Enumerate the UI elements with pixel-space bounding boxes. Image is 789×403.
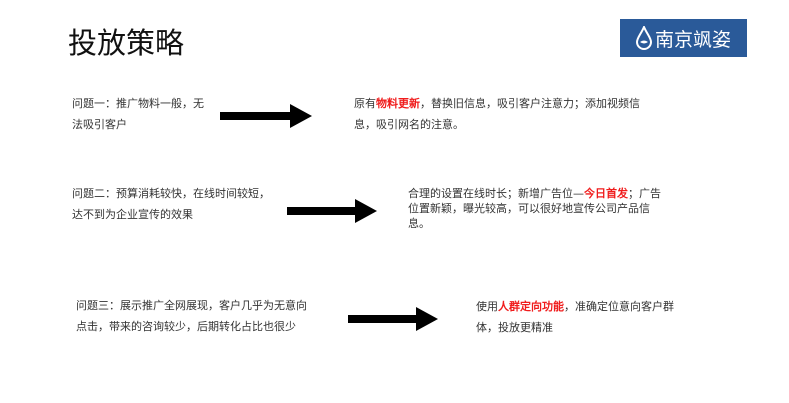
logo-text: 南京飒姿 (654, 28, 731, 51)
arrow-right-icon (348, 307, 438, 331)
solution-1: 原有物料更新，替换旧信息，吸引客户注意力；添加视频信息，吸引网名的注意。 (354, 97, 640, 131)
problem-1: 问题一：推广物料一般，无法吸引客户 (72, 97, 204, 131)
water-drop-icon (635, 26, 652, 50)
solution-3: 使用人群定向功能，准确定位意向客户群体，投放更精准 (476, 300, 674, 334)
company-logo: 南京飒姿 (620, 19, 747, 57)
highlight: 人群定向功能 (498, 300, 564, 313)
solution-2: 合理的设置在线时长；新增广告位—今日首发；广告位置新颖，曝光较高，可以很好地宣传… (408, 187, 661, 230)
problem-3: 问题三：展示推广全网展现，客户几乎为无意向点击，带来的咨询较少，后期转化占比也很… (76, 299, 307, 333)
highlight: 物料更新 (376, 97, 420, 110)
arrow-right-icon (287, 199, 377, 223)
arrow-right-icon (220, 104, 312, 128)
page-title: 投放策略 (68, 26, 185, 60)
problem-2: 问题二：预算消耗较快，在线时间较短，达不到为企业宣传的效果 (72, 187, 270, 221)
highlight: 今日首发 (584, 187, 628, 200)
